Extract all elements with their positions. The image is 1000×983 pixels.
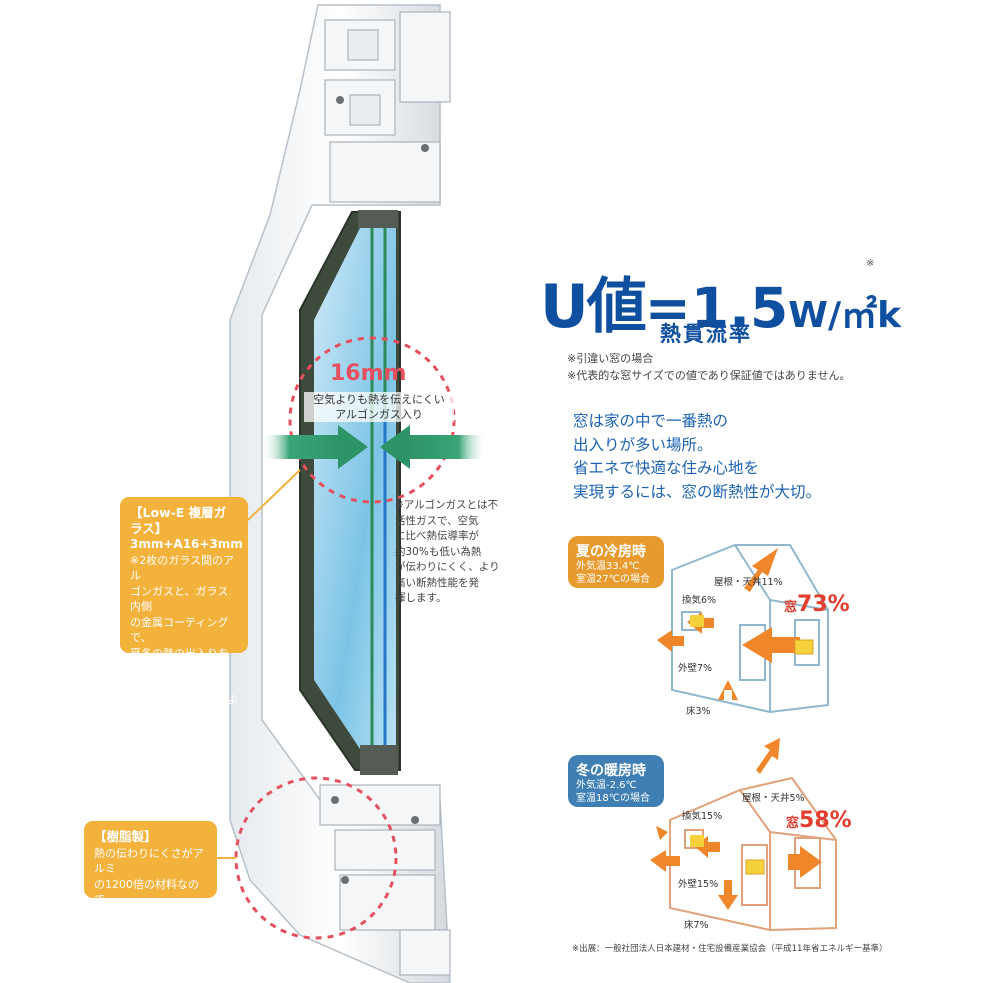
gas-note-line: 揮します。	[395, 592, 447, 604]
winter-title: 冬の暖房時	[576, 763, 646, 779]
u-value-number: =1.5	[644, 276, 789, 340]
winter-heat-arrows	[650, 738, 822, 910]
gas-note-line: 活性ガスで、空気	[395, 514, 479, 527]
summer-badge: 夏の冷房時 外気温33.4℃ 室温27℃の場合	[568, 536, 664, 588]
resin-callout-line: 結露が発生しにくい。	[94, 908, 204, 922]
resin-frame-callout: 【樹脂製】 熱の伝わりにくさがアルミ の1200倍の材料なので 結露が発生しにく…	[84, 821, 217, 922]
summer-heat-arrows	[657, 548, 800, 700]
winter-room-temp: 室温18℃の場合	[576, 792, 650, 804]
summer-outside-temp: 外気温33.4℃	[576, 561, 640, 572]
winter-window-percent: 窓58%	[786, 808, 852, 833]
u-value-heading: U値=1.5W/㎡k	[540, 258, 901, 345]
lowe-callout-line: の金属コーティングで、	[130, 615, 229, 645]
summer-floor-label: 床3%	[686, 706, 711, 717]
gas-note-line: 約30%も低い為熱	[395, 545, 482, 558]
lowe-callout-line: ※2枚のガラス間のアル	[130, 553, 234, 583]
lowe-glass-callout: 【Low-E 複層ガラス】 3mm+A16+3mm ※2枚のガラス間のアル ゴン…	[120, 497, 248, 768]
summer-window-label: 窓	[784, 600, 798, 615]
summer-title: 夏の冷房時	[576, 544, 646, 560]
winter-wall-label: 外壁15%	[678, 879, 719, 890]
argon-gas-note: ※アルゴンガスとは不 活性ガスで、空気 に比べ熱伝導率が 約30%も低い為熱 が…	[395, 498, 515, 607]
frame-outer	[229, 4, 451, 983]
u-value-unit: W/㎡k	[788, 295, 902, 336]
u-value-note-2: ※代表的な窓サイズでの値であり保証値ではありません。	[567, 369, 851, 382]
tagline: 窓は家の中で一番熱の 出入りが多い場所。 省エネで快適な住み心地を 実現するには…	[573, 410, 821, 504]
tagline-line: 出入りが多い場所。	[573, 435, 713, 454]
gas-note-line: に比べ熱伝導率が	[395, 530, 479, 542]
gas-note-line: が伝わりにくく、より	[395, 561, 500, 573]
gas-note-line: 高い断熱性能を発	[395, 576, 479, 589]
tagline-line: 窓は家の中で一番熱の	[573, 412, 729, 430]
lowe-callout-title: 【Low-E 複層ガラス】	[130, 505, 227, 536]
lowe-callout-line: ガラス厚が異なる場合	[130, 724, 229, 753]
summer-window-value: 73%	[797, 592, 850, 617]
lowe-callout-line: 夏冬の熱の出入りを少	[130, 646, 229, 676]
argon-caption-line1: 空気よりも熱を伝えにくい	[313, 393, 445, 406]
resin-highlight-circle	[234, 776, 398, 940]
lowe-callout-line: ※ガラスの組合せにより	[130, 693, 238, 722]
lowe-callout-line: なくします。	[130, 677, 195, 691]
winter-floor-label: 床7%	[684, 920, 709, 931]
argon-caption-line2: アルゴンガス入り	[335, 408, 423, 421]
source-citation: ※出展：一般社団法人日本建材・住宅設備産業協会（平成11年省エネルギー基準）	[572, 944, 888, 954]
u-value-subtitle: 熱貫流率	[660, 322, 752, 346]
glass-pane	[314, 228, 396, 752]
arrow-left-green	[262, 425, 368, 469]
top-profile	[324, 11, 451, 203]
bottom-profile	[319, 784, 451, 976]
lowe-callout-line: ゴンガスと、ガラス内側	[130, 584, 229, 614]
arrow-right-green	[380, 425, 486, 469]
gap-size-label: 16mm	[330, 361, 407, 386]
summer-room-temp: 室温27℃の場合	[576, 573, 650, 585]
resin-callout-line: の1200倍の材料なので	[94, 877, 199, 907]
lowe-callout-spec: 3mm+A16+3mm	[130, 537, 243, 551]
winter-window-value: 58%	[799, 808, 852, 833]
winter-badge: 冬の暖房時 外気温-2.6℃ 室温18℃の場合	[568, 755, 664, 807]
summer-wall-label: 外壁7%	[678, 663, 713, 674]
argon-gas-caption: 空気よりも熱を伝えにくい アルゴンガス入り	[304, 392, 454, 422]
u-value-footnote-mark: ※	[866, 258, 875, 269]
summer-window-percent: 窓73%	[784, 592, 850, 617]
resin-callout-title: 【樹脂製】	[94, 829, 157, 844]
winter-vent-label: 換気15%	[682, 811, 723, 822]
winter-house	[669, 776, 837, 932]
tagline-line: 省エネで快適な住み心地を	[573, 459, 760, 477]
summer-roof-label: 屋根・天井11%	[714, 577, 783, 588]
resin-callout-line: 熱の伝わりにくさがアルミ	[94, 846, 204, 876]
summer-vent-label: 換気6%	[682, 595, 717, 606]
winter-roof-label: 屋根・天井5%	[742, 793, 805, 804]
u-value-note-1: ※引違い窓の場合	[567, 352, 654, 365]
lowe-callout-line: があります。	[130, 755, 195, 768]
gap-highlight-circle	[288, 336, 456, 504]
gas-note-line: ※アルゴンガスとは不	[395, 499, 498, 511]
winter-window-label: 窓	[786, 816, 800, 831]
winter-outside-temp: 外気温-2.6℃	[576, 780, 637, 791]
tagline-line: 実現するには、窓の断熱性が大切。	[573, 482, 822, 501]
u-value-symbol: U値	[540, 272, 647, 342]
